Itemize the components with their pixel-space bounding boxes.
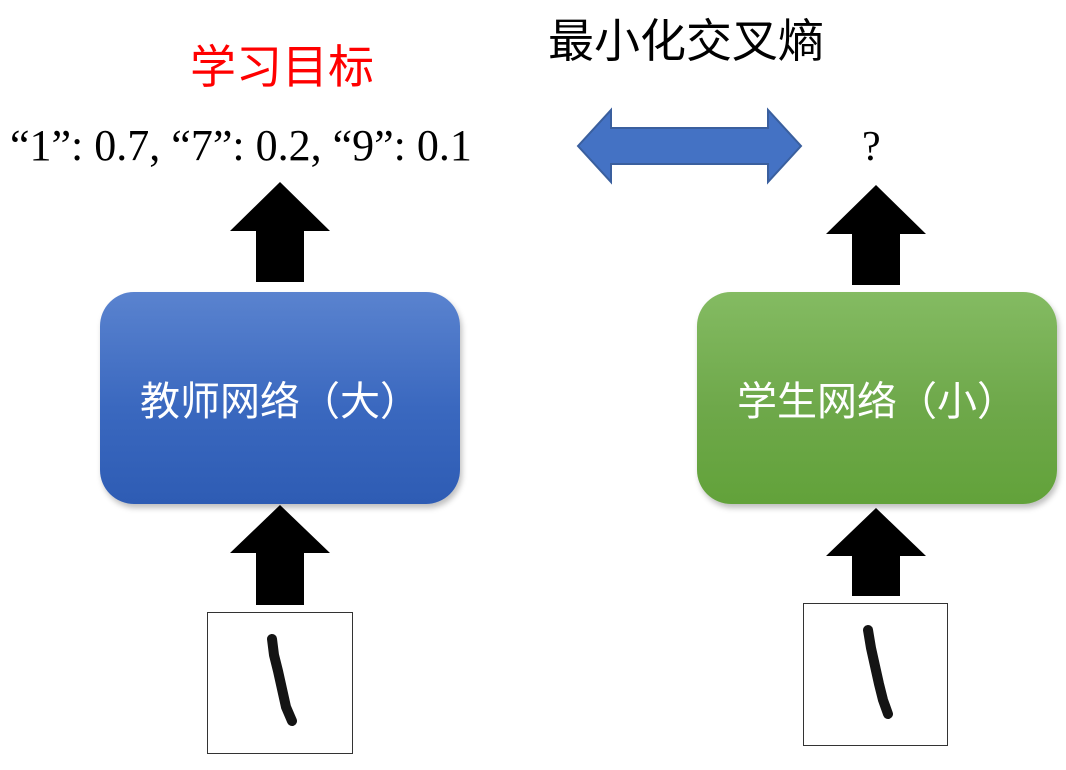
up-arrow-icon <box>826 185 926 285</box>
double-arrow-icon <box>576 107 803 185</box>
student-network-box: 学生网络（小） <box>697 292 1057 504</box>
student-input-image <box>803 603 948 746</box>
handwritten-digit-one-icon <box>267 634 297 726</box>
student-output-text: ? <box>862 124 881 170</box>
handwritten-digit-one-icon <box>863 625 893 719</box>
soft-targets-text: “1”: 0.7, “7”: 0.2, “9”: 0.1 <box>10 121 472 170</box>
up-arrow-icon <box>230 505 330 605</box>
loss-label: 最小化交叉熵 <box>548 14 824 68</box>
learning-target-label: 学习目标 <box>190 40 374 94</box>
student-network-label: 学生网络（小） <box>737 379 1017 425</box>
teacher-network-label: 教师网络（大） <box>140 379 420 425</box>
teacher-network-box: 教师网络（大） <box>100 292 460 504</box>
teacher-input-image <box>207 612 353 754</box>
up-arrow-icon <box>230 182 330 282</box>
up-arrow-icon <box>826 508 926 596</box>
